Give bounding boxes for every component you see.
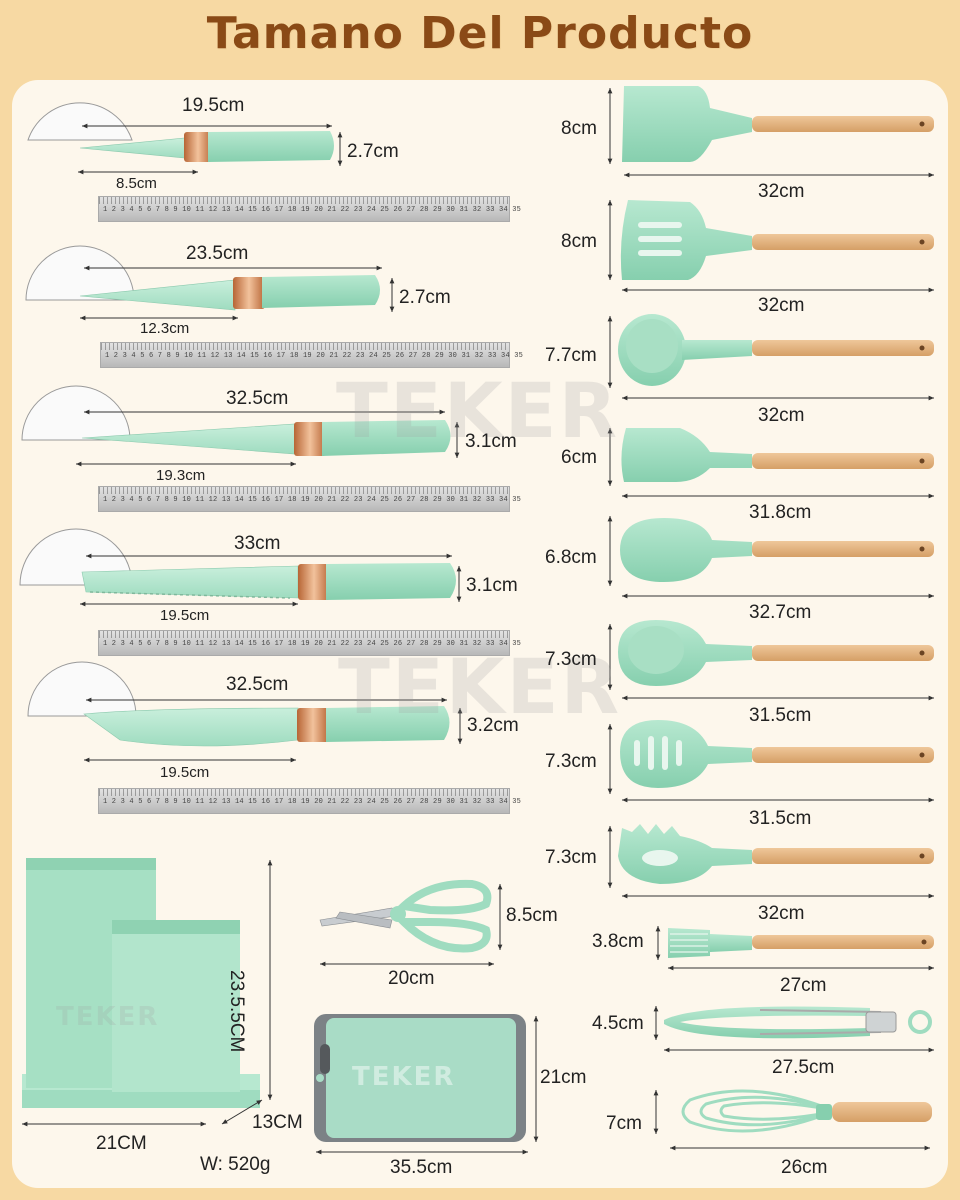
ladle	[607, 314, 934, 401]
board-length: 35.5cm	[390, 1157, 453, 1178]
utensil-3-length: 32cm	[758, 405, 805, 426]
page-title: Tamano Del Producto	[206, 8, 754, 59]
watermark: TEKER	[338, 642, 622, 731]
utensil-7-width: 7.3cm	[545, 751, 597, 772]
utensil-6-width: 7.3cm	[545, 649, 597, 670]
utensil-7-length: 31.5cm	[749, 808, 812, 829]
utensil-1-width: 8cm	[561, 118, 597, 139]
knife-3-length: 32.5cm	[226, 388, 289, 409]
knife-5-width: 3.2cm	[467, 715, 519, 736]
scissors	[319, 879, 503, 967]
utensil-1-length: 32cm	[758, 181, 805, 202]
utensil-2-width: 8cm	[561, 231, 597, 252]
utensil-10-length: 27.5cm	[772, 1057, 835, 1078]
deep-spoon	[607, 620, 934, 701]
knife-3-blade: 19.3cm	[156, 467, 206, 484]
utensil-8-length: 32cm	[758, 903, 805, 924]
protractor-icon	[19, 528, 133, 586]
ruler: 1 2 3 4 5 6 7 8 9 10 11 12 13 14 15 16 1…	[98, 630, 521, 656]
ruler: 1 2 3 4 5 6 7 8 9 10 11 12 13 14 15 16 1…	[98, 486, 521, 512]
utensil-8-width: 7.3cm	[545, 847, 597, 868]
scissors-length: 20cm	[388, 968, 435, 989]
holder-depth: 13CM	[252, 1112, 303, 1133]
knife-2-width: 2.7cm	[399, 287, 451, 308]
basting-brush	[655, 926, 934, 971]
utensil-10-width: 4.5cm	[592, 1013, 644, 1034]
knife-3-width: 3.1cm	[465, 431, 517, 452]
knife-holder	[22, 858, 273, 1127]
knife-3	[21, 385, 460, 467]
cutting-board	[314, 1014, 539, 1155]
knife-1-blade: 8.5cm	[116, 175, 157, 192]
holder-weight: W: 520g	[200, 1154, 271, 1175]
ruler: 1 2 3 4 5 6 7 8 9 10 11 12 13 14 15 16 1…	[98, 196, 521, 222]
knife-4-width: 3.1cm	[466, 575, 518, 596]
utensil-5-width: 6.8cm	[545, 547, 597, 568]
slotted-spoon	[607, 720, 934, 803]
watermark: TEKER	[56, 1002, 160, 1032]
knife-5-blade: 19.5cm	[160, 764, 210, 781]
utensil-6-length: 31.5cm	[749, 705, 812, 726]
utensil-11-length: 26cm	[781, 1157, 828, 1178]
solid-spoon	[607, 516, 934, 599]
utensil-3-width: 7.7cm	[545, 345, 597, 366]
board-width: 21cm	[540, 1067, 587, 1088]
protractor-icon	[21, 385, 131, 441]
knife-1-width: 2.7cm	[347, 141, 399, 162]
utensil-9-length: 27cm	[780, 975, 827, 996]
scraper-spatula	[607, 428, 934, 499]
holder-height: 23.5.5CM	[226, 970, 247, 1053]
tongs	[653, 1006, 934, 1053]
protractor-icon	[25, 245, 135, 301]
knife-5	[27, 661, 463, 763]
utensil-2-length: 32cm	[758, 295, 805, 316]
protractor-icon	[27, 102, 133, 141]
knife-1-length: 19.5cm	[182, 95, 245, 116]
utensil-5-length: 32.7cm	[749, 602, 812, 623]
turner-spatula	[607, 86, 934, 178]
knife-2	[25, 245, 395, 321]
utensil-11-width: 7cm	[606, 1113, 642, 1134]
holder-width: 21CM	[96, 1133, 147, 1154]
knife-2-length: 23.5cm	[186, 243, 249, 264]
knife-2-blade: 12.3cm	[140, 320, 190, 337]
utensil-4-width: 6cm	[561, 447, 597, 468]
ruler: 1 2 3 4 5 6 7 8 9 10 11 12 13 14 15 16 1…	[100, 342, 523, 368]
protractor-icon	[27, 661, 137, 717]
whisk	[653, 1089, 932, 1151]
knife-4-blade: 19.5cm	[160, 607, 210, 624]
utensil-9-width: 3.8cm	[592, 931, 644, 952]
pasta-server	[607, 824, 934, 899]
knife-5-length: 32.5cm	[226, 674, 289, 695]
utensil-4-length: 31.8cm	[749, 502, 812, 523]
slotted-turner	[607, 200, 934, 293]
watermark: TEKER	[352, 1062, 456, 1092]
knife-4	[19, 528, 462, 607]
watermark: TEKER	[336, 366, 620, 455]
knife-4-length: 33cm	[234, 533, 281, 554]
knife-1	[27, 102, 343, 175]
ruler: 1 2 3 4 5 6 7 8 9 10 11 12 13 14 15 16 1…	[98, 788, 521, 814]
scissors-width: 8.5cm	[506, 905, 558, 926]
